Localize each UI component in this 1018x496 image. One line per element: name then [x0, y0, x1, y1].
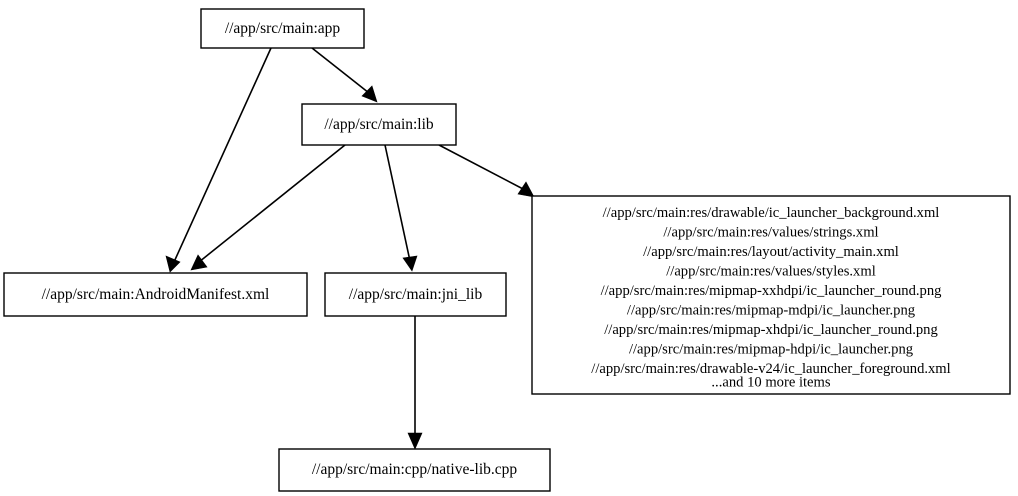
node-box[interactable] — [531, 195, 1011, 395]
res-line-9: //app/src/main:res/drawable-v24/ic_launc… — [591, 361, 950, 377]
graph-node-android-manifest[interactable]: //app/src/main:AndroidManifest.xml — [3, 272, 308, 317]
node-label: //app/src/main:jni_lib — [349, 286, 483, 303]
node-label: //app/src/main:AndroidManifest.xml — [42, 286, 270, 303]
node-label: //app/src/main:cpp/native-lib.cpp — [312, 461, 518, 478]
edge-lib-to-jni-lib — [384, 144, 418, 272]
arrowhead-icon — [361, 85, 378, 103]
arrowhead-icon — [190, 254, 208, 271]
node-label: //app/src/main:lib — [324, 116, 434, 133]
res-line-10: ...and 10 more items — [711, 375, 830, 391]
edge-line — [198, 144, 346, 263]
edge-line — [384, 144, 411, 262]
edge-line — [311, 47, 370, 94]
res-line-3: //app/src/main:res/layout/activity_main.… — [643, 244, 899, 260]
edge-app-to-lib — [311, 47, 378, 103]
res-line-8: //app/src/main:res/mipmap-hdpi/ic_launch… — [629, 342, 914, 358]
arrowhead-icon — [402, 255, 418, 272]
graph-node-jni-lib[interactable]: //app/src/main:jni_lib — [324, 272, 507, 317]
graph-node-native-lib[interactable]: //app/src/main:cpp/native-lib.cpp — [278, 448, 551, 492]
graph-node-lib[interactable]: //app/src/main:lib — [301, 103, 457, 146]
edge-jni-lib-to-native-lib — [407, 316, 423, 450]
edge-line — [438, 144, 526, 191]
edge-lib-to-res-group — [438, 144, 535, 198]
node-box[interactable] — [324, 272, 507, 317]
arrowhead-icon — [165, 255, 181, 273]
node-box[interactable] — [301, 103, 457, 146]
res-line-5: //app/src/main:res/mipmap-xxhdpi/ic_laun… — [601, 283, 943, 299]
res-line-4: //app/src/main:res/values/styles.xml — [666, 264, 876, 280]
res-line-1: //app/src/main:res/drawable/ic_launcher_… — [603, 205, 940, 221]
node-box[interactable] — [200, 8, 365, 49]
edge-lib-to-manifest — [190, 144, 346, 271]
node-label: //app/src/main:app — [225, 20, 341, 37]
node-box[interactable] — [3, 272, 308, 317]
arrowhead-icon — [407, 432, 423, 450]
res-line-2: //app/src/main:res/values/strings.xml — [663, 225, 878, 241]
graph-node-app[interactable]: //app/src/main:app — [200, 8, 365, 49]
edge-app-to-manifest — [165, 47, 272, 273]
node-box[interactable] — [278, 448, 551, 492]
res-line-6: //app/src/main:res/mipmap-mdpi/ic_launch… — [627, 303, 916, 319]
arrowhead-icon — [517, 181, 535, 198]
res-line-7: //app/src/main:res/mipmap-xhdpi/ic_launc… — [604, 322, 938, 338]
graph-node-res-group[interactable]: //app/src/main:res/drawable/ic_launcher_… — [531, 195, 1011, 395]
edge-line — [173, 47, 272, 263]
